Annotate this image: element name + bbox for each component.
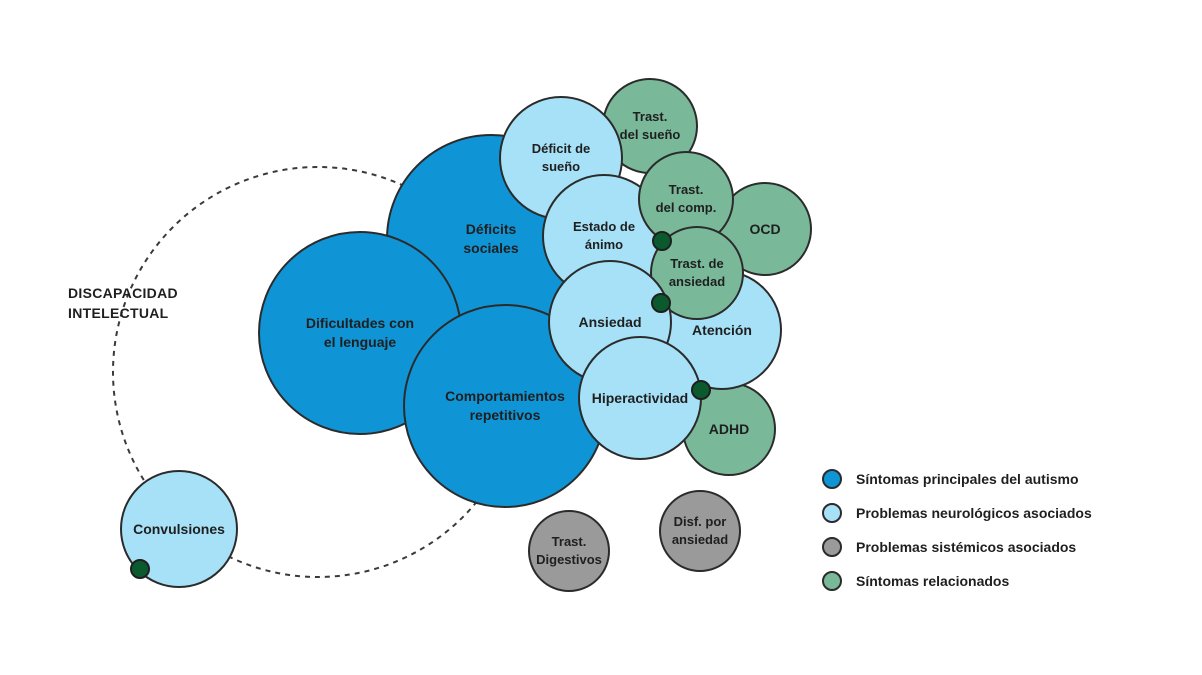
bubble-estado-animo-label: Estado de ánimo <box>572 219 636 252</box>
legend-item-principal: Síntomas principales del autismo <box>822 462 1092 496</box>
bubble-comportamientos-repetitivos-label: Comportamientos repetitivos <box>445 388 565 423</box>
bubble-atencion-label: Atención <box>692 321 752 338</box>
bubble-hiperactividad-label: Hiperactividad <box>591 389 689 406</box>
bubble-adhd-label: ADHD <box>708 420 750 437</box>
legend-swatch-relacionado <box>822 571 842 591</box>
bubble-trast-sueno-label: Trast. del sueño <box>619 109 681 142</box>
bubble-deficit-sueno-label: Déficit de sueño <box>531 141 591 174</box>
legend-item-neurologico: Problemas neurológicos asociados <box>822 496 1092 530</box>
bubble-trast-ansiedad-label: Trast. de ansiedad <box>668 256 726 289</box>
legend-item-sistemico: Problemas sistémicos asociados <box>822 530 1092 564</box>
legend-label-sistemico: Problemas sistémicos asociados <box>856 539 1077 555</box>
connector-dot-hiperactividad <box>691 380 711 400</box>
bubble-deficits-sociales-label: Déficits sociales <box>463 221 519 256</box>
legend-swatch-sistemico <box>822 537 842 557</box>
connector-dot-ansiedad <box>651 293 671 313</box>
bubble-ocd-label: OCD <box>749 220 781 237</box>
connector-dot-convulsiones <box>130 559 150 579</box>
bubble-trast-digestivos: Trast. Digestivos <box>528 510 610 592</box>
intellectual-disability-label: DISCAPACIDAD INTELECTUAL <box>68 285 178 321</box>
bubble-dificultades-lenguaje-label: Dificultades con el lenguaje <box>305 315 415 350</box>
legend-swatch-principal <box>822 469 842 489</box>
bubble-disf-ansiedad-label: Disf. por ansiedad <box>671 514 729 547</box>
connector-dot-estado-animo <box>652 231 672 251</box>
legend-label-principal: Síntomas principales del autismo <box>856 471 1079 487</box>
bubble-ansiedad-label: Ansiedad <box>578 313 642 330</box>
bubble-trast-comp-label: Trast. del comp. <box>655 182 717 215</box>
legend-label-neurologico: Problemas neurológicos asociados <box>856 505 1092 521</box>
legend-swatch-neurologico <box>822 503 842 523</box>
bubble-disf-ansiedad: Disf. por ansiedad <box>659 490 741 572</box>
legend: Síntomas principales del autismo Problem… <box>822 462 1092 598</box>
bubble-convulsiones-label: Convulsiones <box>133 520 225 537</box>
bubble-trast-digestivos-label: Trast. Digestivos <box>536 534 602 567</box>
legend-label-relacionado: Síntomas relacionados <box>856 573 1010 589</box>
bubble-hiperactividad: Hiperactividad <box>578 336 702 460</box>
legend-item-relacionado: Síntomas relacionados <box>822 564 1092 598</box>
bubble-adhd: ADHD <box>682 382 776 476</box>
